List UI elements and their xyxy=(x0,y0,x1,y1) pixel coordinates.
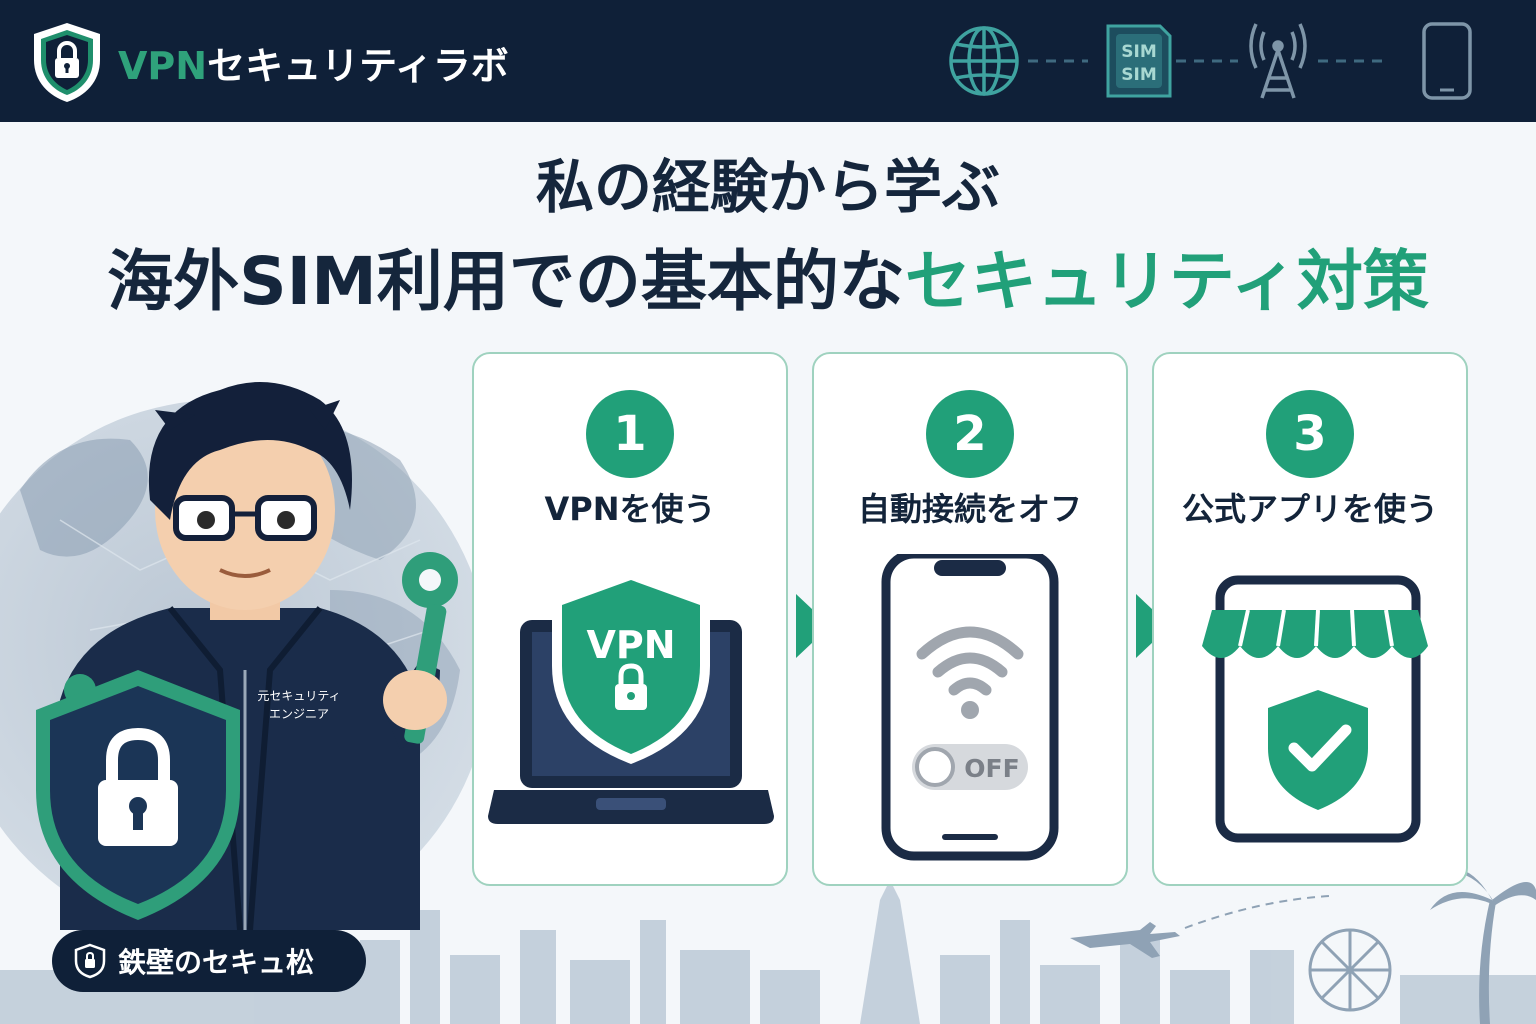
globe-icon xyxy=(949,26,1019,96)
character-name-badge: 鉄壁のセキュ松 xyxy=(52,930,366,992)
jacket-patch: 元セキュリティ エンジニア xyxy=(253,687,345,739)
awning-icon xyxy=(1202,609,1428,658)
network-path-icons: SIM SIM xyxy=(949,22,1472,100)
vpn-laptop-icon: VPN xyxy=(488,570,774,824)
page-title-line1: 私の経験から学ぶ xyxy=(535,153,1000,221)
ferris-wheel-icon xyxy=(1308,928,1392,1012)
brand-logo[interactable]: VPNセキュリティラボ xyxy=(30,20,509,104)
step-number-3: 3 xyxy=(1266,390,1354,478)
engineer-character xyxy=(36,382,458,930)
airplane-icon xyxy=(1070,922,1180,958)
patch-line-1: 元セキュリティ xyxy=(257,689,341,703)
app-store-shield-icon xyxy=(1202,575,1428,843)
smartphone-icon xyxy=(1422,22,1472,100)
step-label-3: 公式アプリを使う xyxy=(1181,490,1438,528)
step-card-3: 3 公式アプリを使う xyxy=(1152,352,1468,886)
step-label-2: 自動接続をオフ xyxy=(857,490,1082,528)
step-number-2: 2 xyxy=(926,390,1014,478)
page-title-line2: 海外SIM利用での基本的なセキュリティ対策 xyxy=(0,228,1536,324)
step-label-1: VPNを使う xyxy=(544,490,716,528)
smartphone-wifi-off-icon: OFF xyxy=(881,554,1059,861)
brand-name: セキュリティラボ xyxy=(207,43,509,88)
city-skyline-backdrop xyxy=(0,868,1536,1024)
page-title-accent: セキュリティ対策 xyxy=(904,243,1429,320)
toggle-label: OFF xyxy=(964,754,1019,783)
cell-tower-icon xyxy=(1249,23,1307,99)
step-number-1: 1 xyxy=(586,390,674,478)
step-card-2: 2 自動接続をオフ OFF xyxy=(812,352,1128,886)
vpn-shield-label: VPN xyxy=(586,623,675,667)
page-title-main: 海外SIM利用での基本的な xyxy=(107,243,905,320)
palm-tree-icon xyxy=(1430,868,1536,1024)
sim-label-bottom: SIM xyxy=(1121,65,1157,85)
shield-lock-icon xyxy=(34,23,100,102)
toggle-switch-off[interactable]: OFF xyxy=(912,744,1028,790)
header-bar: VPNセキュリティラボ SIM SIM xyxy=(0,0,1536,122)
character-name: 鉄壁のセキュ松 xyxy=(118,946,315,979)
wifi-icon xyxy=(916,626,1024,696)
step-card-1: 1 VPNを使う VPN xyxy=(472,352,788,886)
sim-card-icon: SIM SIM xyxy=(1106,24,1172,98)
sim-label-top: SIM xyxy=(1121,42,1157,62)
shield-lock-icon xyxy=(74,943,106,979)
brand-name-accent: VPN xyxy=(118,43,208,88)
shield-lock-icon xyxy=(36,670,240,920)
patch-line-2: エンジニア xyxy=(268,707,329,721)
